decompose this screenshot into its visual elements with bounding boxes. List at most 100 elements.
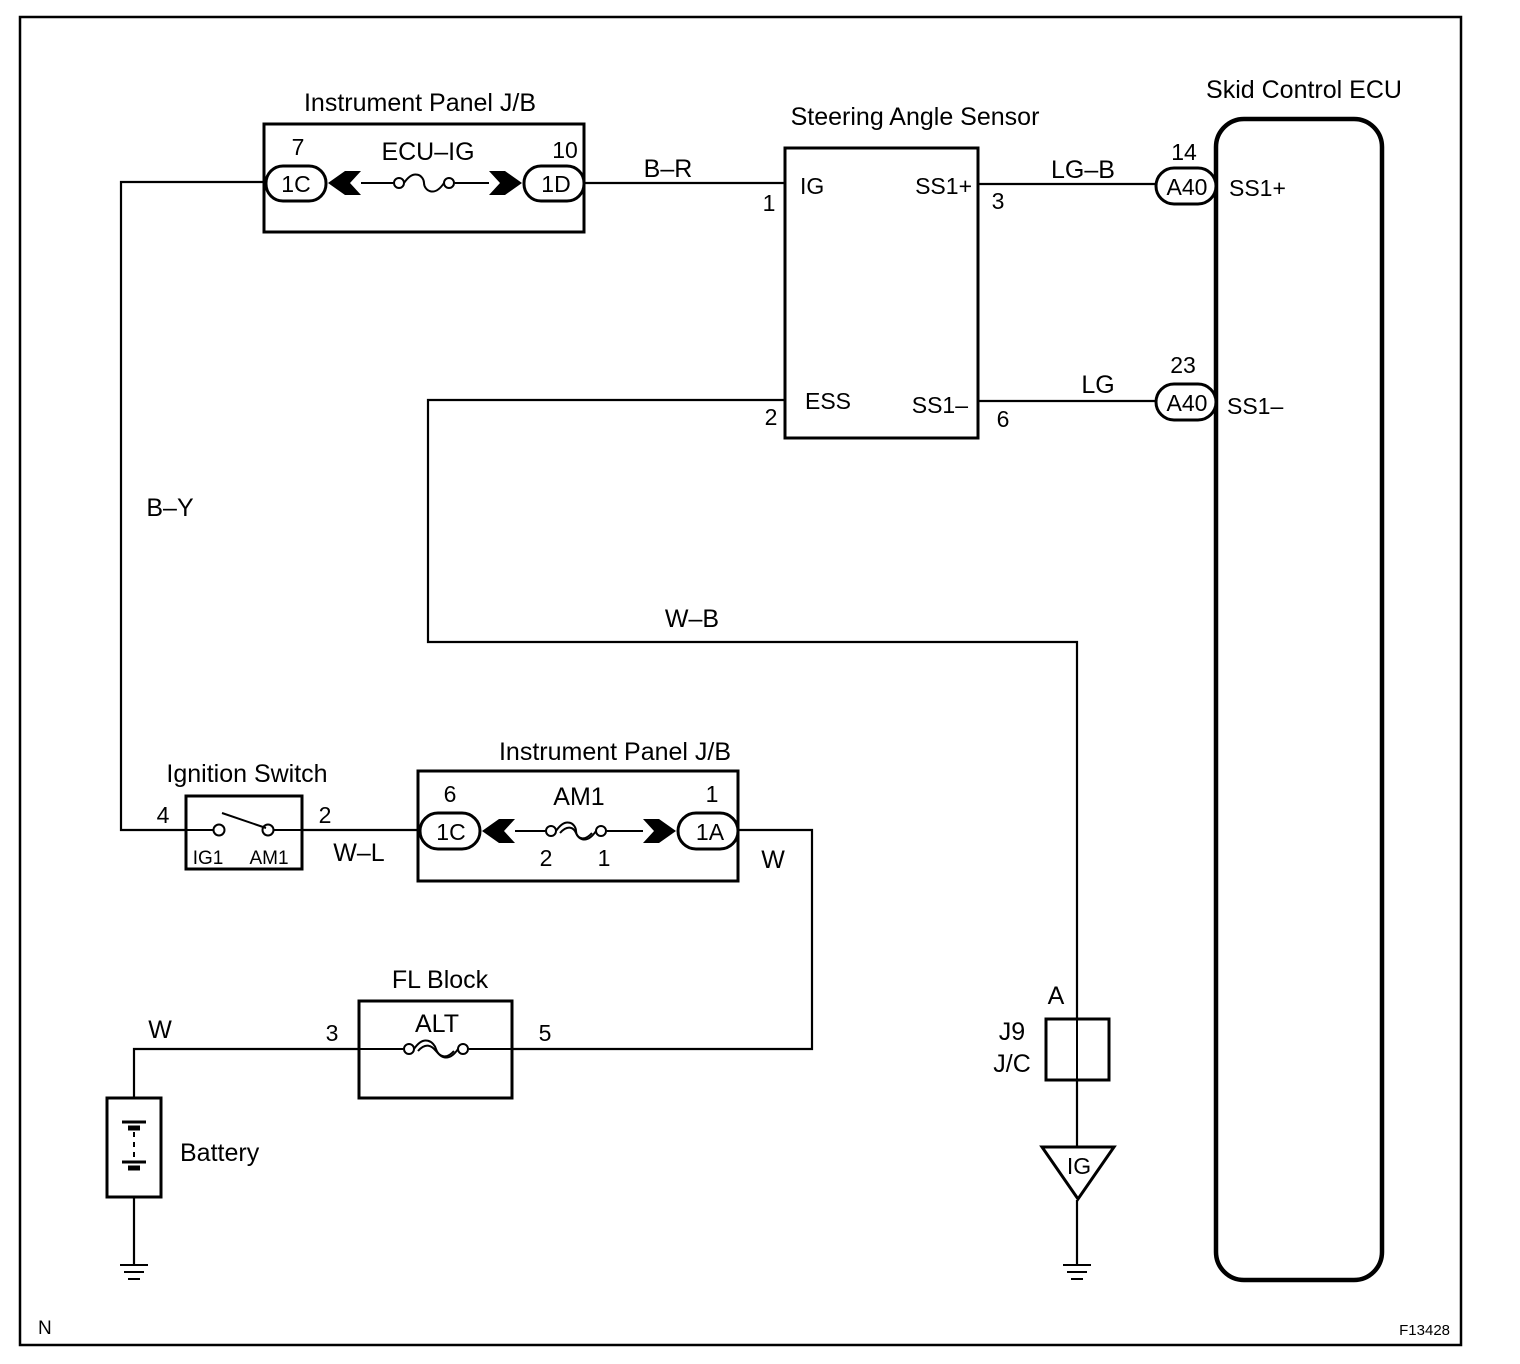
- jb-bottom-left-pin: 6: [444, 781, 457, 807]
- alt-fuse-terminal-right: [457, 1043, 469, 1055]
- jb-top-left-pin: 7: [292, 134, 305, 160]
- connector-1a: [676, 811, 740, 851]
- connector-1c-bottom-label: 1C: [436, 819, 465, 845]
- connector-1d: [522, 164, 586, 203]
- wire-w-l-label: W–L: [333, 839, 385, 867]
- ecu-pin-14: 14: [1171, 139, 1197, 165]
- skid-control-ecu: Skid Control ECU SS1+ SS1– 14 23 A40 A40: [1154, 76, 1402, 1283]
- jb-bottom-right-arrow-icon: [643, 819, 676, 843]
- am1-fuse-label: AM1: [553, 783, 604, 811]
- connector-a40-bottom: [1154, 382, 1218, 422]
- jb-bottom-fuse-terminal-left: [545, 825, 557, 837]
- ig-source: IG: [1039, 1145, 1117, 1202]
- wire-w-label: W: [761, 846, 785, 874]
- jb-top-fuse-terminal-right: [443, 177, 455, 189]
- wire-w-b: [426, 398, 1079, 1020]
- wire-w-battery: [132, 1047, 359, 1098]
- connector-a40-top: [1154, 166, 1218, 206]
- jc-type: J/C: [993, 1050, 1031, 1078]
- ignition-contact-left: [212, 823, 226, 837]
- sensor-box: [783, 146, 980, 440]
- connector-1c-top-label: 1C: [281, 171, 310, 197]
- wire-lg-label: LG: [1081, 371, 1114, 399]
- ignition-contact-right: [261, 823, 275, 837]
- wire-b-y: [119, 180, 265, 832]
- alt-fuse-icon: [413, 1039, 459, 1059]
- battery: Battery: [105, 1096, 260, 1199]
- jb-bottom-left-arrow-icon: [482, 819, 515, 843]
- steering-angle-sensor: Steering Angle Sensor IG SS1+ ESS SS1– 1…: [763, 103, 1039, 440]
- jc-name: J9: [999, 1018, 1025, 1046]
- am1-fuse-icon-inner: [559, 826, 593, 840]
- ignition-switch-box: [184, 794, 304, 871]
- sensor-ss1p-label: SS1+: [915, 173, 972, 199]
- ignition-switch: Ignition Switch 4 2 IG1 AM1: [157, 760, 332, 871]
- junction-block-bottom-title: Instrument Panel J/B: [499, 738, 731, 766]
- ig-source-label: IG: [1067, 1153, 1091, 1179]
- am1-fuse-pin-2: 2: [540, 845, 553, 871]
- alt-fuse-icon-inner: [417, 1044, 455, 1058]
- corner-n-label: N: [38, 1318, 52, 1339]
- ecu-ig-fuse-icon: [403, 173, 445, 193]
- wire-labels: B–R LG–B LG B–Y W–B W–L W W: [146, 155, 1115, 1044]
- jc-pin-a: A: [1048, 982, 1065, 1010]
- connector-1c-top: [264, 164, 328, 203]
- jb-bottom-fuse-terminal-right: [595, 825, 607, 837]
- wire-lg-b-label: LG–B: [1051, 156, 1115, 184]
- jb-top-right-arrow-icon: [489, 171, 522, 195]
- battery-label: Battery: [180, 1139, 260, 1167]
- connector-1a-label: 1A: [696, 819, 725, 845]
- fl-block: FL Block ALT 3 5: [326, 966, 552, 1100]
- junction-block-top-title: Instrument Panel J/B: [304, 89, 536, 117]
- ignition-switch-title: Ignition Switch: [166, 760, 327, 788]
- connector-1c-bottom: [418, 811, 482, 851]
- junction-connector-j9: A J9 J/C: [993, 982, 1111, 1082]
- ecu-ss1m-label: SS1–: [1227, 393, 1283, 419]
- fl-pin-5: 5: [539, 1020, 552, 1046]
- ignition-am1-label: AM1: [249, 848, 288, 869]
- jb-bottom-right-pin: 1: [706, 781, 719, 807]
- figure-code-label: F13428: [1399, 1322, 1450, 1339]
- battery-box: [105, 1096, 163, 1199]
- junction-block-bottom: Instrument Panel J/B 6 1 AM1 1C 1A 2 1: [416, 738, 740, 883]
- connector-1d-label: 1D: [541, 171, 570, 197]
- ignition-ig1-label: IG1: [193, 848, 224, 869]
- wire-w-b-label: W–B: [665, 605, 719, 633]
- ground-jc-icon: [1063, 1264, 1091, 1280]
- jb-top-left-arrow-icon: [328, 171, 361, 195]
- wire-w-battery-label: W: [148, 1016, 172, 1044]
- fl-block-title: FL Block: [392, 966, 489, 994]
- ecu-pin-23: 23: [1170, 352, 1196, 378]
- sensor-pin-6: 6: [997, 406, 1010, 432]
- wire-b-r-label: B–R: [644, 155, 693, 183]
- wire-w: [512, 828, 814, 1051]
- junction-block-top: Instrument Panel J/B 7 10 ECU–IG 1C 1D: [262, 89, 586, 234]
- fl-pin-3: 3: [326, 1020, 339, 1046]
- connector-a40-bottom-label: A40: [1167, 390, 1208, 416]
- ecu-box: [1213, 116, 1385, 1283]
- wire-b-y-label: B–Y: [146, 494, 194, 522]
- sensor-pin-1: 1: [763, 190, 776, 216]
- ecu-title: Skid Control ECU: [1206, 76, 1402, 104]
- ecu-ig-fuse-label: ECU–IG: [381, 138, 474, 166]
- sensor-ss1m-label: SS1–: [912, 392, 968, 418]
- ignition-pin-2: 2: [319, 802, 332, 828]
- ignition-switch-blade-icon: [221, 812, 267, 829]
- diagram-frame: [18, 15, 1463, 1347]
- ground-battery-icon: [120, 1264, 148, 1280]
- sensor-pin-3: 3: [992, 188, 1005, 214]
- ignition-pin-4: 4: [157, 802, 170, 828]
- jb-top-fuse-terminal-left: [393, 177, 405, 189]
- wires: [119, 180, 1158, 1265]
- connector-a40-top-label: A40: [1167, 174, 1208, 200]
- jb-top-right-pin: 10: [552, 137, 578, 163]
- alt-fuse-label: ALT: [415, 1010, 459, 1038]
- sensor-pin-2: 2: [765, 404, 778, 430]
- am1-fuse-pin-1: 1: [598, 845, 611, 871]
- sensor-ig-label: IG: [800, 173, 824, 199]
- sensor-ess-label: ESS: [805, 388, 851, 414]
- ig-triangle-icon: [1039, 1145, 1117, 1202]
- ecu-ss1p-label: SS1+: [1229, 175, 1286, 201]
- alt-fuse-terminal-left: [403, 1043, 415, 1055]
